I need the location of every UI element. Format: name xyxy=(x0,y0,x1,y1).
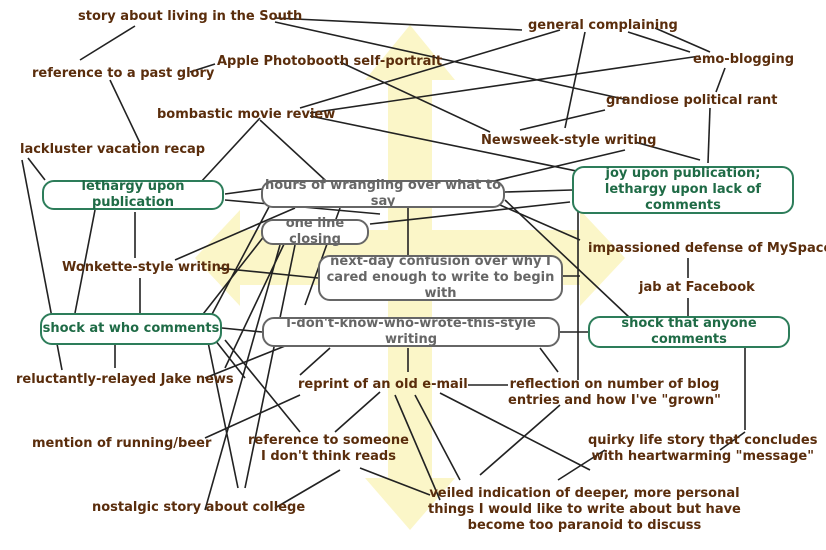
node-lethargy-publication: lethargy upon publication xyxy=(42,179,224,210)
edge xyxy=(209,204,271,319)
edge xyxy=(359,467,431,496)
edge xyxy=(439,392,591,471)
node-bombastic-review: bombastic movie review xyxy=(157,107,336,122)
edge xyxy=(564,31,586,129)
edge xyxy=(199,117,261,184)
node-vacation-recap: lackluster vacation recap xyxy=(20,142,206,157)
node-photobooth: Apple Photobooth self-portrait xyxy=(217,54,443,69)
node-reference-someone: reference to someone I don't think reads xyxy=(248,433,409,464)
node-impassioned-myspace: impassioned defense of MySpace xyxy=(588,241,826,256)
edge xyxy=(109,79,141,144)
edge xyxy=(27,157,46,181)
edge xyxy=(79,25,136,61)
node-next-day-confusion: next-day confusion over why I cared enou… xyxy=(318,254,563,301)
edge xyxy=(74,209,96,314)
edge xyxy=(204,394,301,439)
node-quirky-life-story: quirky life story that concludes with he… xyxy=(588,433,818,464)
node-veiled-indication: veiled indication of deeper, more person… xyxy=(428,486,741,533)
edge xyxy=(299,347,331,376)
edge xyxy=(217,267,319,279)
edge xyxy=(369,201,571,225)
node-newsweek: Newsweek-style writing xyxy=(481,133,657,148)
edge xyxy=(174,207,296,261)
edge xyxy=(715,67,726,93)
edge xyxy=(199,234,266,319)
node-wonkette: Wonkette-style writing xyxy=(62,260,231,275)
node-reflection: reflection on number of blog entries and… xyxy=(508,377,721,408)
edge xyxy=(654,27,711,53)
edge xyxy=(707,107,711,164)
edge xyxy=(479,404,561,476)
edge xyxy=(244,244,296,489)
edge xyxy=(309,115,621,181)
edge xyxy=(414,394,461,481)
edge xyxy=(204,244,281,511)
edge xyxy=(274,469,341,509)
edge xyxy=(504,189,573,193)
node-nostalgic-college: nostalgic story about college xyxy=(92,500,306,515)
node-hours-wrangling: hours of wrangling over what to say xyxy=(261,178,505,209)
edge xyxy=(214,339,246,379)
edge xyxy=(299,29,561,109)
edge xyxy=(334,391,381,433)
edge xyxy=(557,449,606,481)
node-emo-blogging: emo-blogging xyxy=(693,52,795,67)
edge xyxy=(274,17,523,31)
edge xyxy=(259,119,326,181)
edge xyxy=(309,55,701,114)
node-reprint-email: reprint of an old e-mail xyxy=(298,377,468,392)
down-arrowhead xyxy=(365,478,455,530)
edge xyxy=(719,431,746,451)
edge xyxy=(224,188,263,195)
node-reference-past-glory: reference to a past glory xyxy=(32,66,215,81)
edge xyxy=(189,63,216,73)
node-jake-news: reluctantly-relayed Jake news xyxy=(16,372,234,387)
edge xyxy=(519,109,606,131)
edge xyxy=(224,339,301,433)
node-shock-anyone-comments: shock that anyone comments xyxy=(588,316,790,348)
edge xyxy=(394,394,441,501)
edge xyxy=(504,199,631,319)
edge xyxy=(274,21,629,101)
node-shock-who-comments: shock at who comments xyxy=(40,313,222,345)
node-general-complaining: general complaining xyxy=(528,18,678,33)
node-joy-publication: joy upon publication; lethargy upon lack… xyxy=(572,166,794,214)
edge xyxy=(489,149,626,183)
node-story-south: story about living in the South xyxy=(78,9,303,24)
node-one-line-closing: one line closing xyxy=(261,216,369,247)
edge xyxy=(539,347,559,373)
node-grandiose-rant: grandiose political rant xyxy=(606,93,778,108)
edge xyxy=(634,141,701,161)
edge xyxy=(207,341,239,489)
node-idk-who-wrote: I-don't-know-who-wrote-this-style writin… xyxy=(262,316,560,347)
node-jab-facebook: jab at Facebook xyxy=(639,280,755,295)
edge xyxy=(627,31,691,53)
edge xyxy=(221,327,263,333)
node-running-beer: mention of running/beer xyxy=(32,436,212,451)
edge xyxy=(499,204,581,241)
